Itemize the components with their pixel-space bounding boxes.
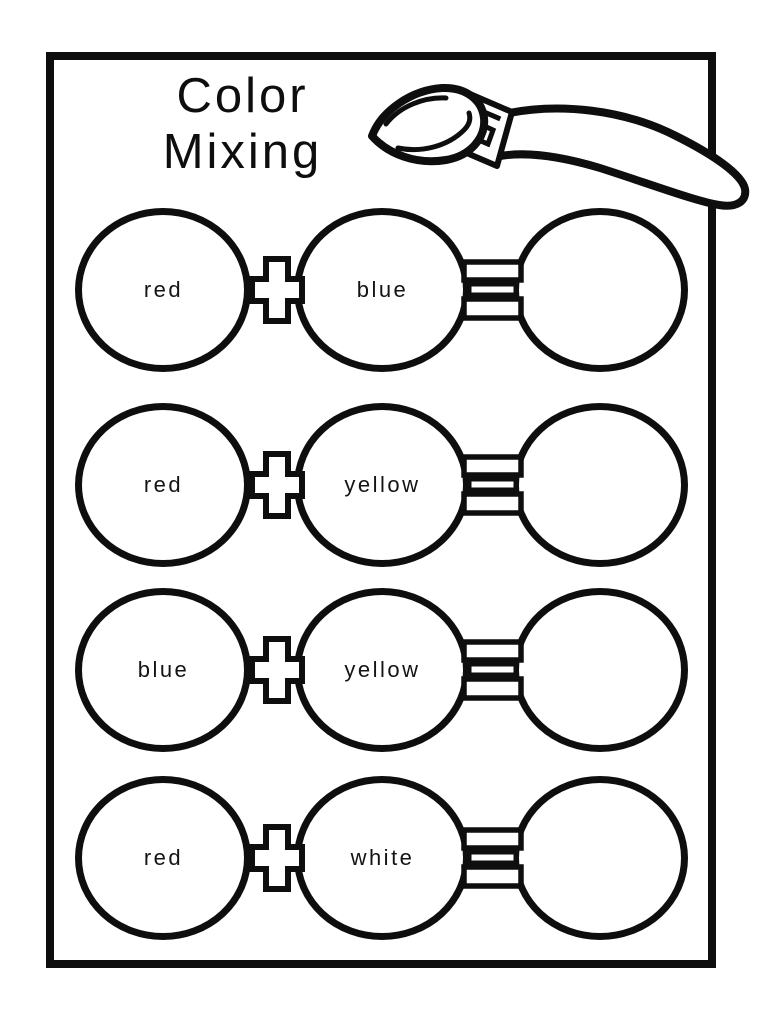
- plus-icon: [249, 636, 305, 704]
- result-circle: [512, 403, 688, 567]
- mixing-row: red blue: [0, 195, 768, 385]
- page-title: Color Mixing: [100, 68, 385, 180]
- page-title-line1: Color: [176, 69, 309, 123]
- paintbrush-bristle-detail-top: [383, 95, 449, 127]
- color-circle-left: [75, 776, 251, 940]
- equals-icon: [461, 827, 524, 889]
- color-label-left: red: [143, 277, 184, 302]
- mixing-row: red white: [0, 763, 768, 953]
- page-title-line2: Mixing: [162, 125, 323, 179]
- equals-icon: [461, 259, 524, 321]
- color-label-right: blue: [356, 277, 409, 302]
- mixing-row: blue yellow: [0, 575, 768, 765]
- plus-icon: [249, 256, 305, 324]
- equals-icon: [461, 454, 524, 516]
- plus-icon: [249, 451, 305, 519]
- mixing-row-shapes: [75, 776, 688, 940]
- color-circle-left: [75, 588, 251, 752]
- color-circle-left: [75, 208, 251, 372]
- mixing-row-shapes: [75, 403, 688, 567]
- color-label-right: white: [350, 845, 415, 870]
- color-label-left: red: [143, 472, 184, 497]
- result-circle: [512, 776, 688, 940]
- color-label-right: yellow: [344, 472, 421, 497]
- color-label-left: red: [143, 845, 184, 870]
- mixing-row-shapes: [75, 588, 688, 752]
- paintbrush-bristle-detail-bottom: [395, 110, 473, 153]
- mixing-row: red yellow: [0, 390, 768, 580]
- color-label-right: yellow: [344, 657, 421, 682]
- result-circle: [512, 208, 688, 372]
- equals-icon: [461, 639, 524, 701]
- plus-icon: [249, 824, 305, 892]
- color-circle-left: [75, 403, 251, 567]
- result-circle: [512, 588, 688, 752]
- paintbrush-handle: [488, 104, 750, 210]
- mixing-row-shapes: [75, 208, 688, 372]
- paintbrush-bristles: [368, 83, 489, 166]
- page-border-frame: [46, 52, 716, 968]
- paintbrush-icon: [368, 83, 750, 210]
- color-label-left: blue: [137, 657, 190, 682]
